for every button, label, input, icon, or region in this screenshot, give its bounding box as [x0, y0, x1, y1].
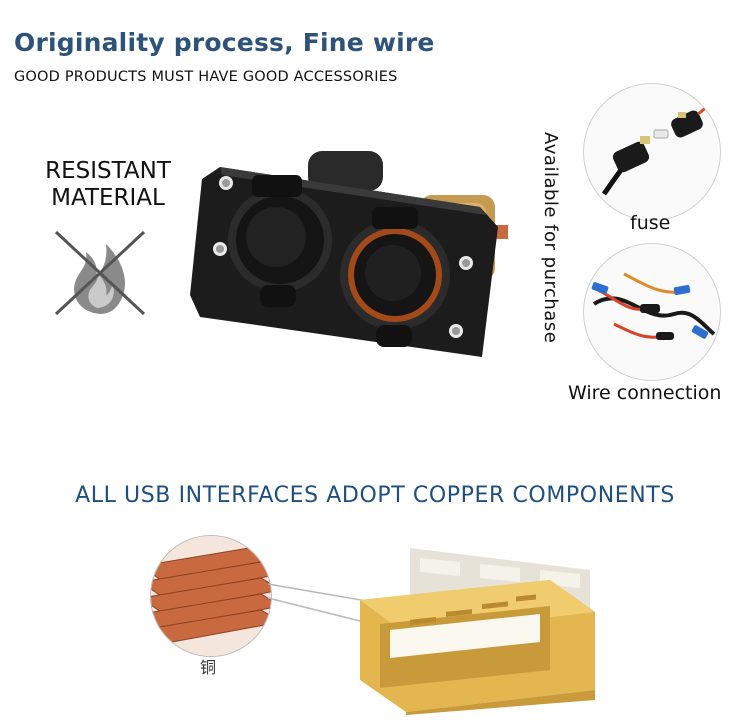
- available-for-purchase-label: Available for purchase: [540, 132, 561, 344]
- fuse-label: fuse: [630, 212, 671, 234]
- copper-sheets-image: [150, 535, 272, 657]
- resistant-line-1: RESISTANT: [45, 158, 171, 184]
- wire-connection-image: [583, 243, 721, 381]
- wire-connection-label: Wire connection: [568, 382, 722, 404]
- usb-connector-image: [350, 540, 600, 715]
- copper-label: 铜: [200, 658, 217, 677]
- resistant-material-label: RESISTANT MATERIAL: [38, 158, 178, 212]
- usb-heading: ALL USB INTERFACES ADOPT COPPER COMPONEN…: [75, 483, 675, 508]
- page-title: Originality process, Fine wire: [14, 28, 435, 57]
- no-fire-icon: [50, 222, 150, 322]
- dual-socket-panel-image: [190, 145, 520, 365]
- page-subtitle: GOOD PRODUCTS MUST HAVE GOOD ACCESSORIES: [14, 69, 398, 85]
- resistant-line-2: MATERIAL: [51, 185, 165, 211]
- fuse-image: [583, 83, 721, 221]
